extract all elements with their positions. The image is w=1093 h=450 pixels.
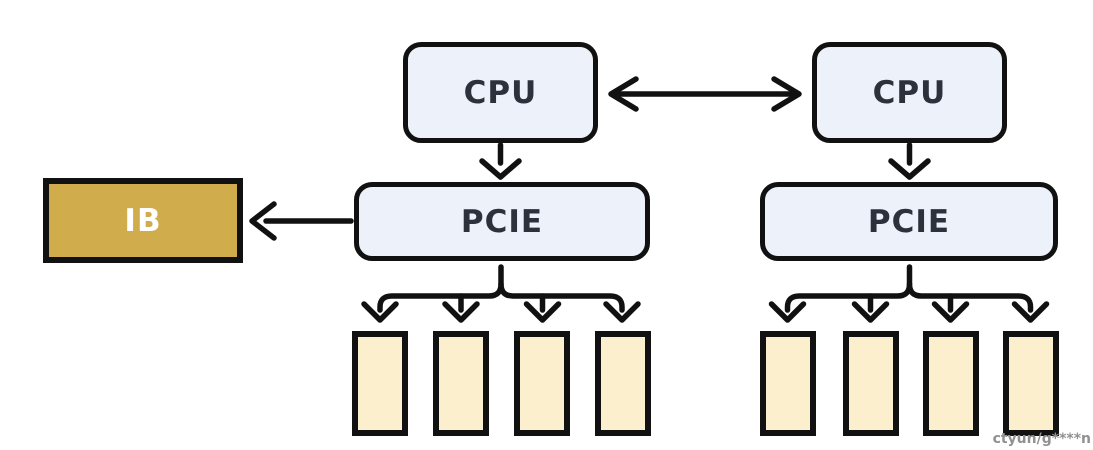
gpu-card xyxy=(923,331,979,436)
cpu-left-to-pcie-arrow xyxy=(479,142,522,180)
gpu-card xyxy=(433,331,489,436)
pcie-to-ib-arrow xyxy=(249,201,354,241)
gpu-card xyxy=(352,331,408,436)
cpu-left-node: CPU xyxy=(403,42,598,143)
gpu-card xyxy=(595,331,651,436)
gpu-card xyxy=(514,331,570,436)
cpu-right-node: CPU xyxy=(812,42,1007,143)
cpu-to-cpu-arrow xyxy=(608,76,802,112)
gpu-card xyxy=(1003,331,1059,436)
cpu-right-to-pcie-arrow xyxy=(888,142,931,180)
pcie-right-fanout xyxy=(768,264,1050,323)
pcie-left-label: PCIE xyxy=(460,203,544,240)
pcie-right-node: PCIE xyxy=(760,182,1058,261)
watermark-text: ctyun/g****n xyxy=(992,431,1091,447)
gpu-card xyxy=(843,331,899,436)
pcie-right-label: PCIE xyxy=(867,203,951,240)
pcie-left-node: PCIE xyxy=(354,182,650,261)
ib-node: IB xyxy=(43,178,243,263)
cpu-right-label: CPU xyxy=(872,74,947,111)
ib-label: IB xyxy=(124,202,162,239)
cpu-left-label: CPU xyxy=(463,74,538,111)
gpu-card xyxy=(760,331,816,436)
pcie-left-fanout xyxy=(361,264,641,323)
